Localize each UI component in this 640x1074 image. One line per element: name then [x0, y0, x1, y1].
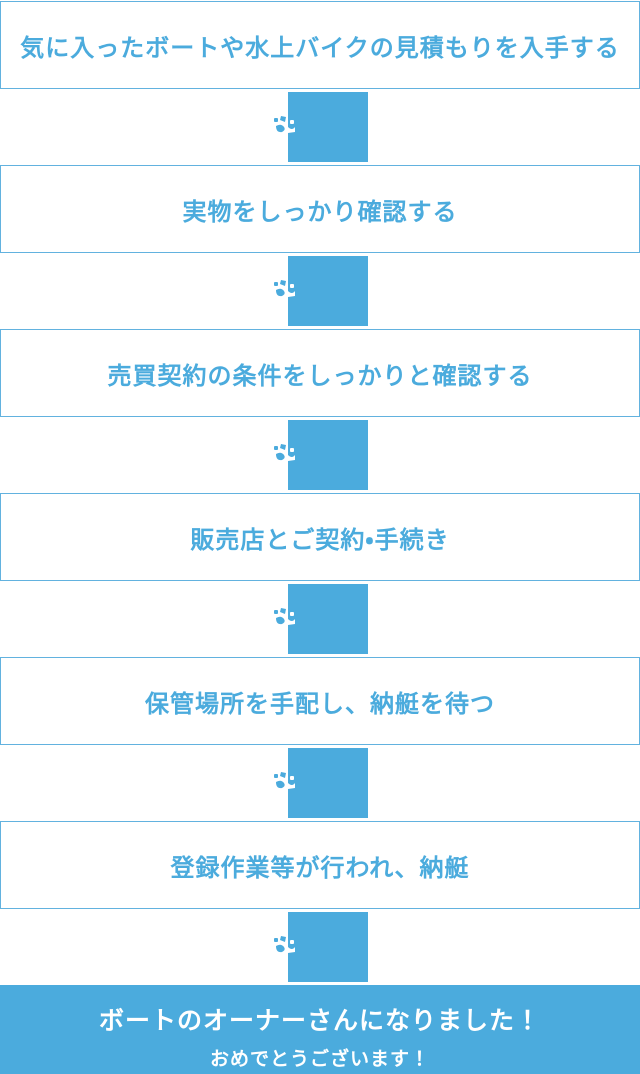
step-box-4: 販売店とご契約・手続き [0, 493, 640, 581]
connector-bar [288, 92, 368, 162]
step-box-2: 実物をしっかり確認する [0, 165, 640, 253]
step-connector-6 [0, 909, 640, 985]
step-connector-1 [0, 89, 640, 165]
step-label-1: 気に入ったボートや水上バイクの見積もりを入手する [20, 34, 620, 62]
down-arrow-icon [274, 608, 295, 625]
step-box-6: 登録作業等が行われ、納艇 [0, 821, 640, 909]
connector-bar [288, 912, 368, 982]
down-arrow-icon [274, 280, 295, 297]
final-step-title: ボートのオーナーさんになりました！ [98, 1006, 541, 1035]
step-box-3: 売買契約の条件をしっかりと確認する [0, 329, 640, 417]
connector-bar [288, 420, 368, 490]
connector-bar [288, 584, 368, 654]
step-connector-3 [0, 417, 640, 493]
down-arrow-icon [274, 772, 295, 789]
step-label-3: 売買契約の条件をしっかりと確認する [107, 362, 533, 390]
step-box-5: 保管場所を手配し、納艇を待つ [0, 657, 640, 745]
step-label-5: 保管場所を手配し、納艇を待つ [145, 690, 495, 718]
step-label-2: 実物をしっかり確認する [182, 198, 458, 226]
final-step-banner: ボートのオーナーさんになりました！ おめでとうございます！ [0, 985, 640, 1074]
step-connector-4 [0, 581, 640, 657]
down-arrow-icon [274, 444, 295, 461]
connector-bar [288, 748, 368, 818]
step-label-4: 販売店とご契約・手続き [190, 526, 450, 554]
step-box-1: 気に入ったボートや水上バイクの見積もりを入手する [0, 1, 640, 89]
down-arrow-icon [274, 936, 295, 953]
step-connector-5 [0, 745, 640, 821]
down-arrow-icon [274, 116, 295, 133]
connector-bar [288, 256, 368, 326]
step-label-6: 登録作業等が行われ、納艇 [170, 854, 470, 882]
final-step-subtitle: おめでとうございます！ [209, 1048, 430, 1070]
step-connector-2 [0, 253, 640, 329]
